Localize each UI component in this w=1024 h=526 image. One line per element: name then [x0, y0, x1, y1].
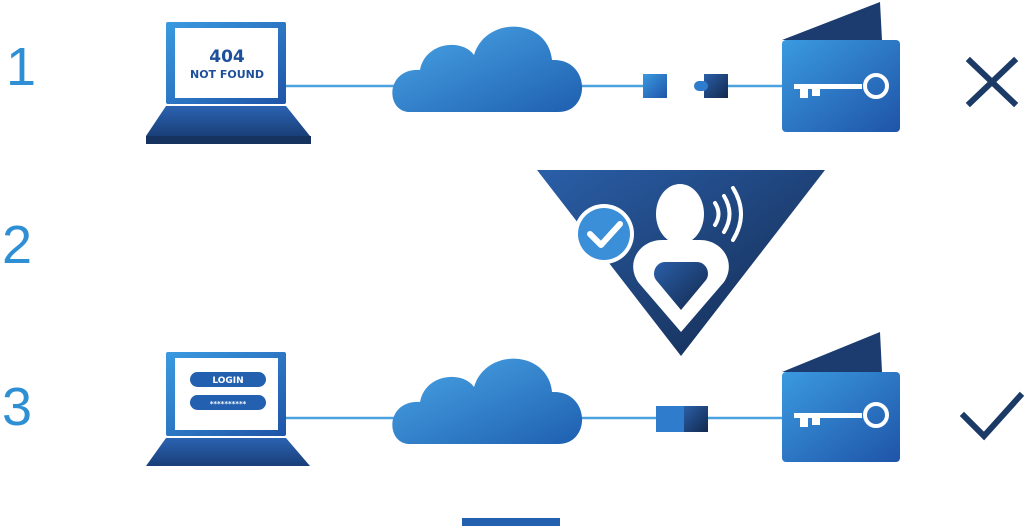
bottom-bar — [462, 518, 560, 526]
checkmark-badge-icon — [574, 204, 634, 264]
key-icon — [794, 73, 889, 99]
step-number-3: 3 — [2, 377, 33, 437]
cloud-icon — [392, 358, 583, 444]
plug-connected-icon — [656, 406, 708, 432]
password-field: ********** — [190, 395, 266, 410]
key-wallet-icon — [782, 332, 900, 462]
laptop-icon: LOGIN ********** — [146, 352, 310, 466]
key-icon — [794, 402, 889, 428]
sound-waves-icon — [713, 186, 743, 242]
row-1: 404 NOT FOUND — [146, 2, 1019, 144]
cloud-icon — [392, 26, 583, 112]
plug-left-icon — [643, 74, 667, 98]
checkmark-icon — [959, 391, 1024, 441]
laptop-icon: 404 NOT FOUND — [146, 22, 311, 144]
step-number-1: 1 — [6, 37, 37, 97]
x-icon — [965, 56, 1019, 108]
screen-error-code: 404 — [209, 47, 245, 67]
voice-verification-triangle — [537, 170, 825, 356]
step-number-2: 2 — [2, 215, 33, 275]
plug-right-icon — [694, 74, 728, 98]
svg-text:LOGIN: LOGIN — [212, 376, 243, 386]
user-heart-icon — [633, 184, 729, 332]
key-wallet-icon — [782, 2, 900, 132]
screen-error-message: NOT FOUND — [190, 68, 264, 81]
row-2 — [537, 170, 825, 356]
row-3: LOGIN ********** — [146, 332, 1024, 466]
login-field: LOGIN — [190, 372, 266, 387]
svg-text:**********: ********** — [210, 400, 247, 408]
